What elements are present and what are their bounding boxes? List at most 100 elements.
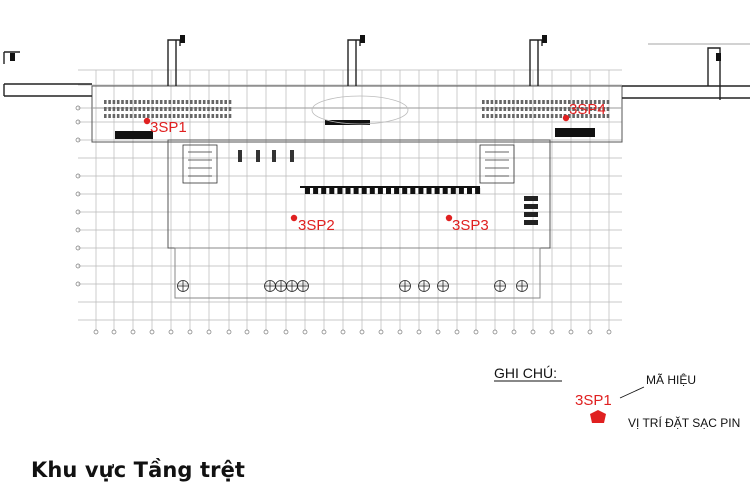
- grid-bubble: [397, 329, 403, 335]
- seat: [185, 107, 189, 111]
- seat: [155, 114, 159, 118]
- seat: [576, 114, 580, 118]
- seat: [121, 100, 124, 104]
- page-caption: Khu vực Tầng trệt: [31, 458, 246, 482]
- seat: [490, 107, 494, 111]
- seat: [494, 100, 498, 104]
- pentagon-marker-icon: [590, 410, 606, 423]
- seat: [108, 114, 111, 118]
- grid-bubble: [587, 329, 593, 335]
- seat: [516, 100, 519, 104]
- grid-bubble: [283, 329, 289, 335]
- seat: [220, 107, 223, 111]
- seat: [138, 100, 141, 104]
- seat: [490, 114, 494, 118]
- grid-bubble: [93, 329, 99, 335]
- bridge-right: [622, 47, 750, 100]
- seat: [142, 107, 146, 111]
- seat: [194, 107, 197, 111]
- seat: [155, 100, 159, 104]
- seat: [207, 114, 210, 118]
- seat: [494, 107, 498, 111]
- seat: [568, 107, 571, 111]
- seat: [585, 100, 588, 104]
- grid-bubble: [168, 329, 174, 335]
- seat: [104, 107, 107, 111]
- fan-blade: [400, 281, 410, 291]
- seat: [576, 107, 580, 111]
- counter-center: [325, 120, 370, 125]
- seat: [533, 100, 537, 104]
- seat: [559, 114, 562, 118]
- marker-dot: [445, 214, 453, 222]
- seat: [211, 114, 215, 118]
- marker-dot: [562, 114, 570, 122]
- seat: [116, 100, 120, 104]
- seat: [542, 100, 545, 104]
- seat: [177, 107, 180, 111]
- grid-bubble: [187, 329, 193, 335]
- seat: [190, 100, 193, 104]
- seat: [159, 107, 163, 111]
- seat: [542, 114, 545, 118]
- upper-wing-outline: [91, 85, 623, 143]
- bridge-2: [167, 39, 181, 86]
- seat: [516, 114, 519, 118]
- seat: [503, 100, 507, 104]
- charging-marker-3sp4[interactable]: 3SP4: [562, 101, 606, 122]
- seat: [516, 107, 519, 111]
- fan: [177, 280, 189, 292]
- seat: [228, 107, 232, 111]
- grid-axis-bubbles: [75, 105, 612, 335]
- grid-bubble: [321, 329, 327, 335]
- grid-bubble: [75, 173, 81, 179]
- seat: [194, 114, 197, 118]
- charging-marker-3sp1[interactable]: 3SP1: [143, 117, 187, 136]
- seat: [151, 100, 154, 104]
- marker-code: 3SP3: [452, 217, 489, 234]
- marker-dot: [143, 117, 151, 125]
- grid-bubble: [473, 329, 479, 335]
- seat: [563, 100, 567, 104]
- check-in-desk: [353, 188, 359, 194]
- seat: [507, 100, 511, 104]
- grid-bubble: [378, 329, 384, 335]
- seat: [112, 107, 116, 111]
- seat: [220, 100, 223, 104]
- grid-bubble: [75, 263, 81, 269]
- seat: [177, 114, 180, 118]
- seat: [537, 100, 541, 104]
- seat: [503, 114, 507, 118]
- seat: [546, 114, 550, 118]
- seat: [512, 100, 515, 104]
- seat: [593, 100, 597, 104]
- counters: [115, 120, 595, 139]
- marker-dot: [290, 214, 298, 222]
- check-in-desk: [345, 188, 351, 194]
- check-in-desk: [434, 188, 440, 194]
- grid-bubble: [511, 329, 517, 335]
- seat: [598, 107, 601, 111]
- seat: [568, 114, 571, 118]
- legend: GHI CHÚ: 3SP1 MÃ HIỆU VỊ TRÍ ĐẶT SẠC PIN: [494, 365, 740, 430]
- seat: [580, 114, 584, 118]
- seating-rows: [104, 100, 610, 118]
- fan-blade: [178, 281, 188, 291]
- seat: [589, 107, 593, 111]
- grid-bubble: [75, 281, 81, 287]
- check-in-desk: [458, 188, 464, 194]
- seat: [572, 107, 575, 111]
- seat: [185, 100, 189, 104]
- seat: [185, 114, 189, 118]
- fan: [437, 280, 449, 292]
- seat: [482, 107, 485, 111]
- seat: [215, 100, 219, 104]
- grid-bubble: [226, 329, 232, 335]
- seat: [202, 100, 206, 104]
- seat: [550, 114, 554, 118]
- seat: [520, 107, 524, 111]
- charging-marker-3sp3[interactable]: 3SP3: [445, 214, 489, 234]
- charging-marker-3sp2[interactable]: 3SP2: [290, 214, 335, 234]
- seat: [572, 100, 575, 104]
- bridge-left: [3, 83, 92, 97]
